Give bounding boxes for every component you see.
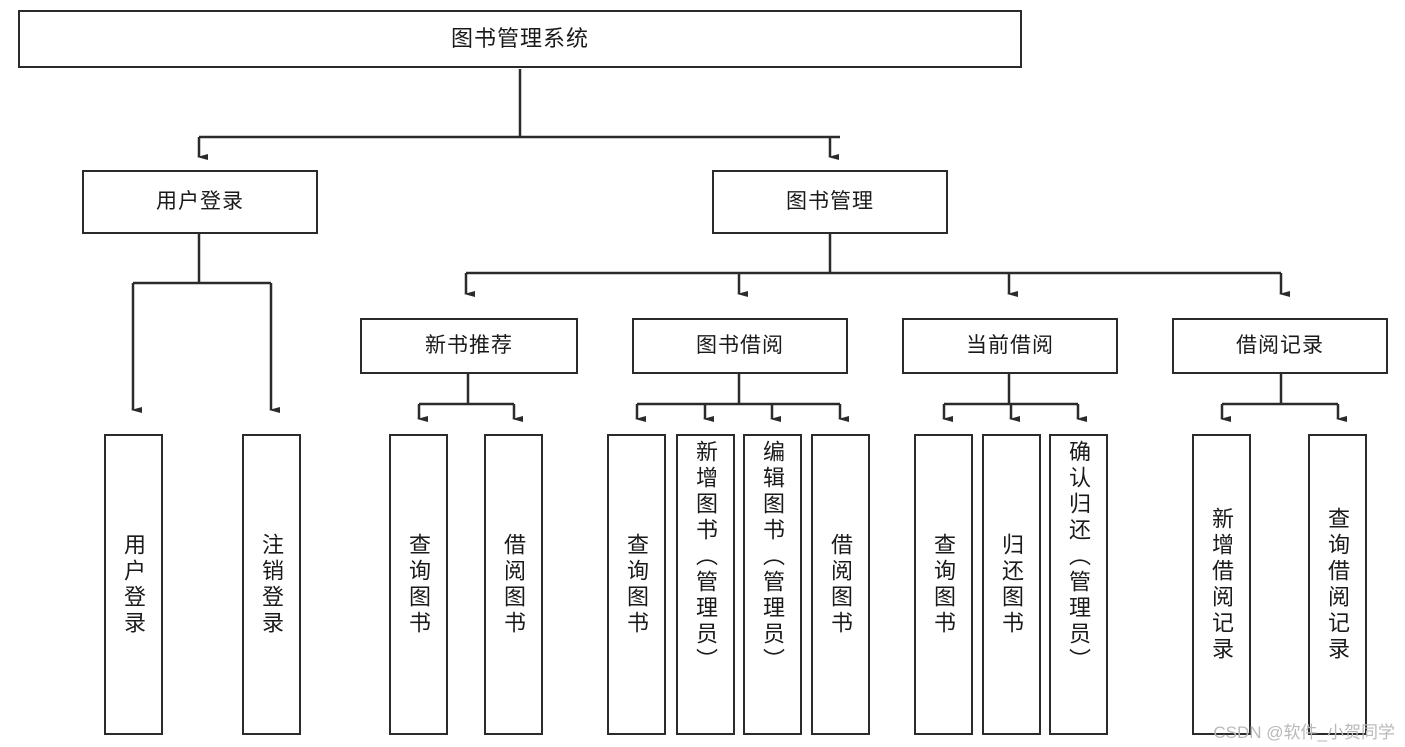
node-user-login[interactable]: 用户登录 bbox=[82, 170, 318, 234]
node-label: 注销登录 bbox=[259, 532, 285, 637]
node-label: 归还图书 bbox=[999, 532, 1025, 637]
node-label: 新书推荐 bbox=[425, 334, 513, 358]
leaf-user-login[interactable]: 用户登录 bbox=[104, 434, 163, 735]
node-label: 图书借阅 bbox=[696, 334, 784, 358]
leaf-edit-book-admin[interactable]: 编辑图书（管理员） bbox=[743, 434, 802, 735]
node-label: 图书管理系统 bbox=[450, 25, 589, 51]
node-label: 当前借阅 bbox=[966, 334, 1054, 358]
node-label: 查询图书 bbox=[406, 532, 432, 637]
leaf-add-borrow-record[interactable]: 新增借阅记录 bbox=[1192, 434, 1251, 735]
node-borrow-record[interactable]: 借阅记录 bbox=[1172, 318, 1388, 374]
node-label: 图书管理 bbox=[786, 190, 874, 214]
node-label: 查询图书 bbox=[624, 532, 650, 637]
leaf-query-book-current[interactable]: 查询图书 bbox=[914, 434, 973, 735]
node-book-manage[interactable]: 图书管理 bbox=[712, 170, 948, 234]
node-label: 用户登录 bbox=[156, 190, 244, 214]
leaf-query-borrow-record[interactable]: 查询借阅记录 bbox=[1308, 434, 1367, 735]
node-book-borrow[interactable]: 图书借阅 bbox=[632, 318, 848, 374]
node-label: 查询图书 bbox=[931, 532, 957, 637]
node-label: 编辑图书（管理员） bbox=[760, 440, 786, 674]
leaf-query-book-borrow[interactable]: 查询图书 bbox=[607, 434, 666, 735]
node-current-borrow[interactable]: 当前借阅 bbox=[902, 318, 1118, 374]
node-root-system[interactable]: 图书管理系统 bbox=[18, 10, 1022, 68]
leaf-logout-login[interactable]: 注销登录 bbox=[242, 434, 301, 735]
node-new-book-recommend[interactable]: 新书推荐 bbox=[360, 318, 578, 374]
node-label: 新增借阅记录 bbox=[1209, 506, 1235, 663]
node-label: 借阅记录 bbox=[1236, 334, 1324, 358]
node-label: 新增图书（管理员） bbox=[693, 440, 719, 674]
node-label: 查询借阅记录 bbox=[1325, 506, 1351, 663]
leaf-query-book-recommend[interactable]: 查询图书 bbox=[389, 434, 448, 735]
leaf-return-book[interactable]: 归还图书 bbox=[982, 434, 1041, 735]
leaf-borrow-book-recommend[interactable]: 借阅图书 bbox=[484, 434, 543, 735]
csdn-watermark: CSDN @软件_小贺同学 bbox=[1213, 723, 1395, 742]
node-label: 借阅图书 bbox=[501, 532, 527, 637]
leaf-confirm-return-admin[interactable]: 确认归还（管理员） bbox=[1049, 434, 1108, 735]
node-label: 确认归还（管理员） bbox=[1066, 440, 1092, 674]
leaf-add-book-admin[interactable]: 新增图书（管理员） bbox=[676, 434, 735, 735]
node-label: 用户登录 bbox=[121, 532, 147, 637]
leaf-borrow-book[interactable]: 借阅图书 bbox=[811, 434, 870, 735]
node-label: 借阅图书 bbox=[828, 532, 854, 637]
